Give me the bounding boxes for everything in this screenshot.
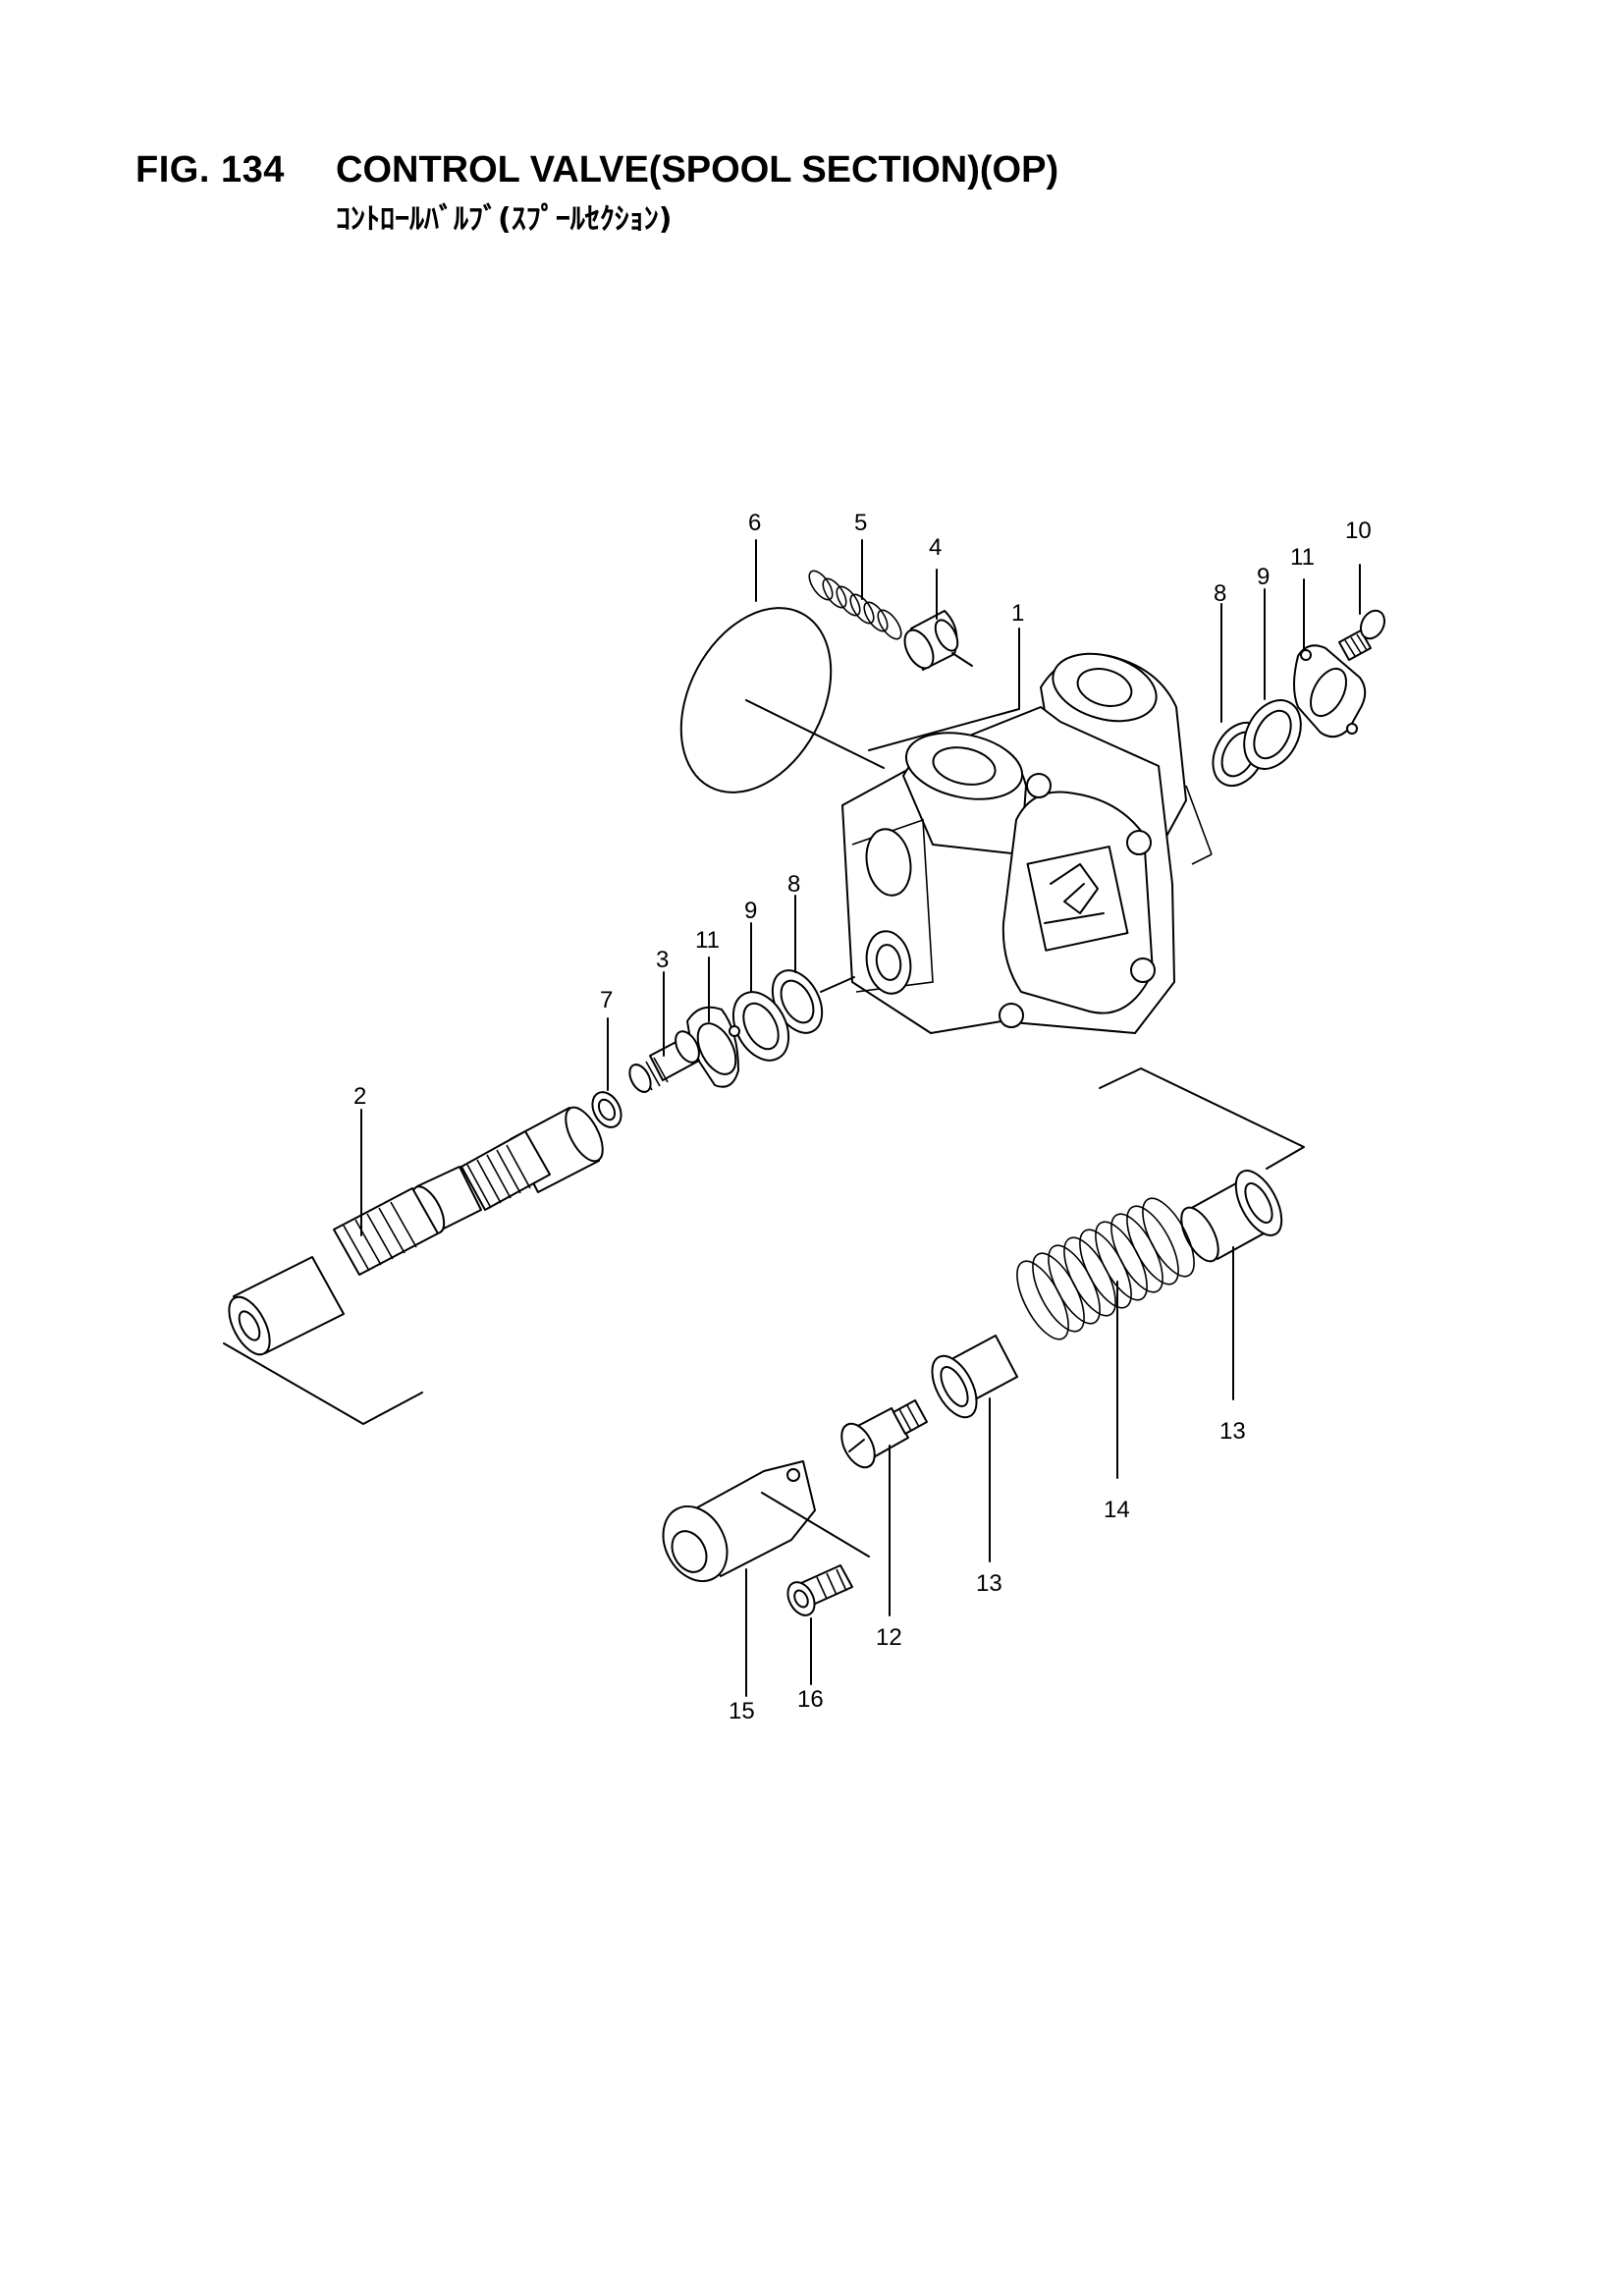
part-16-bolt xyxy=(786,1564,853,1685)
part-13-sleeve-right xyxy=(1099,1067,1305,1400)
part-11-plate-left xyxy=(686,957,740,1088)
callout-11-lower: 11 xyxy=(695,927,720,954)
callout-8-lower: 8 xyxy=(787,871,800,898)
part-12-plug-screw xyxy=(840,1399,928,1616)
callout-1: 1 xyxy=(1011,600,1024,627)
callout-15: 15 xyxy=(729,1698,755,1724)
part-10-screw-right xyxy=(1338,564,1385,661)
part-9-seal-right xyxy=(1243,588,1302,770)
part-14-bellows-spring xyxy=(1016,1197,1195,1479)
callout-13-left: 13 xyxy=(976,1570,1002,1597)
callout-5: 5 xyxy=(854,510,867,536)
part-7-ring xyxy=(591,1017,622,1128)
callout-9-lower: 9 xyxy=(744,898,757,924)
callout-6: 6 xyxy=(748,510,761,536)
callout-10: 10 xyxy=(1345,518,1372,544)
figure-title: CONTROL VALVE(SPOOL SECTION)(OP) xyxy=(336,149,1059,191)
part-3-poppet xyxy=(628,971,700,1093)
callout-7: 7 xyxy=(600,987,613,1013)
callout-8-upper: 8 xyxy=(1214,580,1226,607)
callout-2: 2 xyxy=(353,1083,366,1110)
part-2-spool xyxy=(223,1106,604,1425)
figure-number: FIG. 134 xyxy=(135,149,285,191)
figure-subtitle: ｺﾝﾄﾛｰﾙﾊﾞﾙﾌﾞ(ｽﾌﾟｰﾙｾｸｼｮﾝ) xyxy=(336,202,673,237)
part-15-cap xyxy=(662,1460,870,1697)
part-9-seal-left xyxy=(731,922,790,1062)
callout-4: 4 xyxy=(929,534,942,561)
callout-16: 16 xyxy=(797,1686,824,1713)
callout-12: 12 xyxy=(876,1624,902,1651)
part-13-sleeve-left xyxy=(931,1335,1018,1562)
part-5-spring xyxy=(808,539,902,640)
part-1-valve-body xyxy=(841,628,1213,1034)
callout-9-upper: 9 xyxy=(1257,564,1270,590)
part-11-plate-right xyxy=(1293,578,1367,738)
callout-14: 14 xyxy=(1104,1497,1130,1523)
part-6-o-ring xyxy=(679,539,885,793)
callout-3: 3 xyxy=(656,947,669,973)
callout-11-upper: 11 xyxy=(1290,544,1315,571)
callout-13-right: 13 xyxy=(1219,1418,1246,1445)
part-4-plug xyxy=(903,569,973,671)
